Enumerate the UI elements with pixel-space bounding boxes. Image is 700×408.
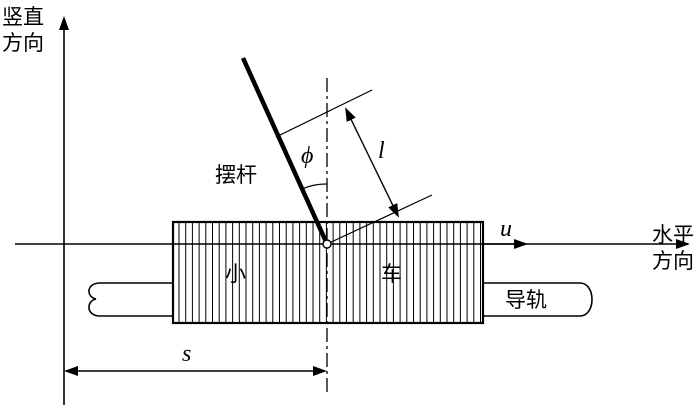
length-dimension-arrow: [345, 107, 399, 218]
angle-label: ϕ: [301, 143, 313, 169]
angle-arc: [301, 183, 328, 190]
rail-left: [88, 282, 173, 317]
horizontal-axis-label-line2: 方向: [652, 249, 694, 273]
extension-line-top: [275, 89, 373, 138]
cart-label-char2: 车: [381, 262, 402, 286]
displacement-label: s: [182, 341, 191, 367]
pivot-joint: [322, 239, 332, 249]
cart: [171, 220, 485, 325]
rail-label: 导轨: [505, 288, 547, 312]
velocity-label: u: [500, 216, 512, 242]
pendulum-label: 摆杆: [215, 163, 257, 187]
horizontal-axis-label-line1: 水平: [652, 223, 694, 247]
vertical-axis-label-line2: 方向: [2, 31, 44, 55]
extension-line-bottom: [326, 194, 433, 245]
cart-label-char1: 小: [225, 262, 246, 286]
vertical-axis-label-line1: 竖直: [2, 5, 44, 29]
rail-right: [483, 282, 593, 317]
length-label: l: [378, 138, 385, 164]
pendulum-rod: [240, 57, 330, 245]
